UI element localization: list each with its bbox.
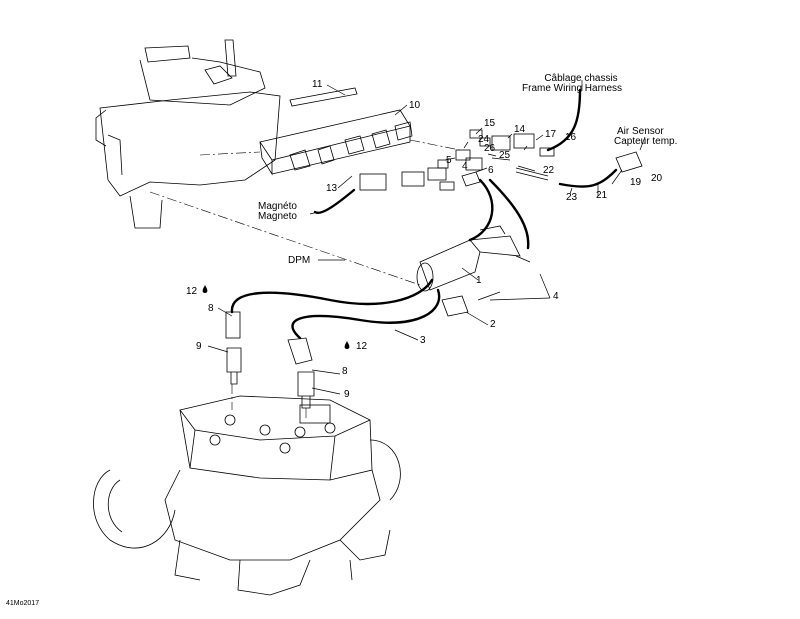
figure-code: 41Mo2017 <box>6 600 40 607</box>
callout-4: 4 <box>553 291 559 302</box>
callout-16: 16 <box>565 132 577 143</box>
dpm-label: DPM <box>288 255 311 266</box>
callout-17: 17 <box>545 129 557 140</box>
wiring <box>230 88 618 340</box>
frame-harness-label-en: Frame Wiring Harness <box>522 83 623 94</box>
callout-5: 5 <box>446 155 452 166</box>
callout-15: 15 <box>484 118 496 129</box>
callout-8: 8 <box>342 366 348 377</box>
connector-cluster <box>359 129 643 191</box>
ecu-module <box>259 109 413 176</box>
ignition-coil <box>416 225 531 317</box>
callout-11: 11 <box>312 79 323 90</box>
leader-lines <box>207 80 646 395</box>
callout-12: 12 <box>356 341 368 352</box>
droplet-icon <box>344 341 350 349</box>
spark-plug-left <box>225 311 242 385</box>
callout-9: 9 <box>196 341 202 352</box>
callout-19: 19 <box>630 177 642 188</box>
callout-20: 20 <box>651 173 663 184</box>
callout-9: 9 <box>344 389 350 400</box>
callout-13: 13 <box>326 183 338 194</box>
decal-plate <box>289 87 358 107</box>
callout-6: 6 <box>488 165 494 176</box>
magneto-label-en: Magneto <box>258 211 297 222</box>
frame-harness-label-fr: Câblage chassis <box>544 73 618 84</box>
callout-25: 25 <box>499 150 511 161</box>
engine <box>93 395 401 596</box>
center-lines <box>149 139 461 420</box>
callout-24: 24 <box>478 134 490 145</box>
oil-tank <box>95 39 281 229</box>
lubricant-symbols <box>202 285 350 349</box>
droplet-icon <box>202 285 208 293</box>
magneto-label-fr: Magnéto <box>258 201 297 212</box>
callout-23: 23 <box>566 192 578 203</box>
callout-8: 8 <box>208 303 214 314</box>
air-sensor-label-en: Air Sensor <box>617 126 664 137</box>
spark-plug-right <box>287 337 315 409</box>
callout-21: 21 <box>596 190 608 201</box>
callout-12: 12 <box>186 286 198 297</box>
callout-4: 4 <box>462 161 468 172</box>
callout-14: 14 <box>514 124 526 135</box>
callout-26: 26 <box>484 143 496 154</box>
callout-22: 22 <box>543 165 555 176</box>
callout-10: 10 <box>409 100 421 111</box>
callout-1: 1 <box>476 275 482 286</box>
callout-3: 3 <box>420 335 426 346</box>
callout-2: 2 <box>490 319 496 330</box>
air-sensor-label-fr: Capteur temp. <box>614 136 678 147</box>
